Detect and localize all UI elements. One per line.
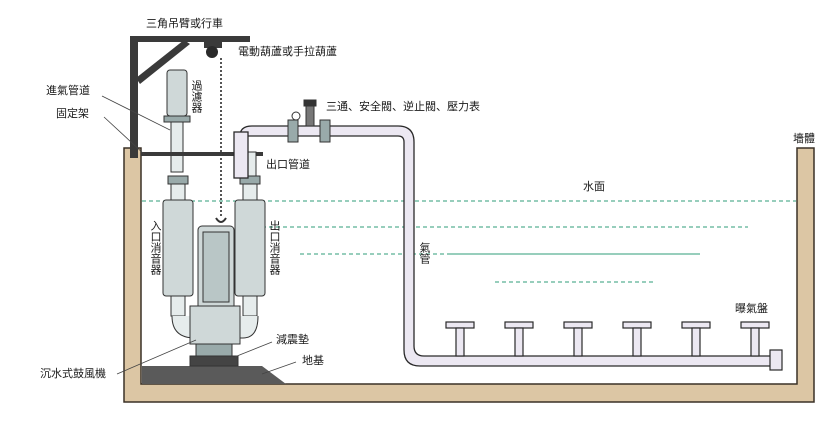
label-air-pipe: 氣管	[418, 242, 431, 264]
foundation-block	[142, 366, 286, 384]
aerator-discs	[445, 321, 783, 371]
valve-assembly	[287, 99, 331, 143]
label-wall: 墻體	[793, 132, 815, 145]
silencer-pipes	[162, 151, 266, 317]
label-inlet-pipe: 進氣管道	[46, 84, 90, 97]
crane	[130, 36, 250, 158]
tank	[123, 147, 815, 403]
label-crane: 三角吊臂或行車	[146, 17, 223, 30]
air-pipe	[233, 125, 781, 367]
label-damping-pad: 減震墊	[276, 333, 309, 346]
label-aerator: 曝氣盤	[735, 302, 768, 315]
label-outlet-silencer: 出口消音器	[268, 220, 281, 275]
fixing-bracket	[141, 152, 263, 156]
label-bracket: 固定架	[56, 107, 89, 120]
label-filter: 過濾器	[190, 80, 203, 113]
label-valves: 三通、安全閥、逆止閥、壓力表	[326, 100, 480, 113]
label-outlet-pipe: 出口管道	[266, 158, 310, 171]
label-hoist: 電動葫蘆或手拉葫蘆	[238, 45, 337, 58]
label-inlet-silencer: 入口消音器	[149, 220, 162, 275]
blower-machine	[171, 225, 259, 367]
label-foundation: 地基	[302, 354, 324, 367]
filter-unit	[163, 69, 191, 173]
hoist	[204, 38, 227, 223]
label-blower: 沉水式鼓風機	[40, 367, 106, 380]
label-water-surface: 水面	[583, 180, 605, 193]
leader-lines	[101, 95, 297, 375]
